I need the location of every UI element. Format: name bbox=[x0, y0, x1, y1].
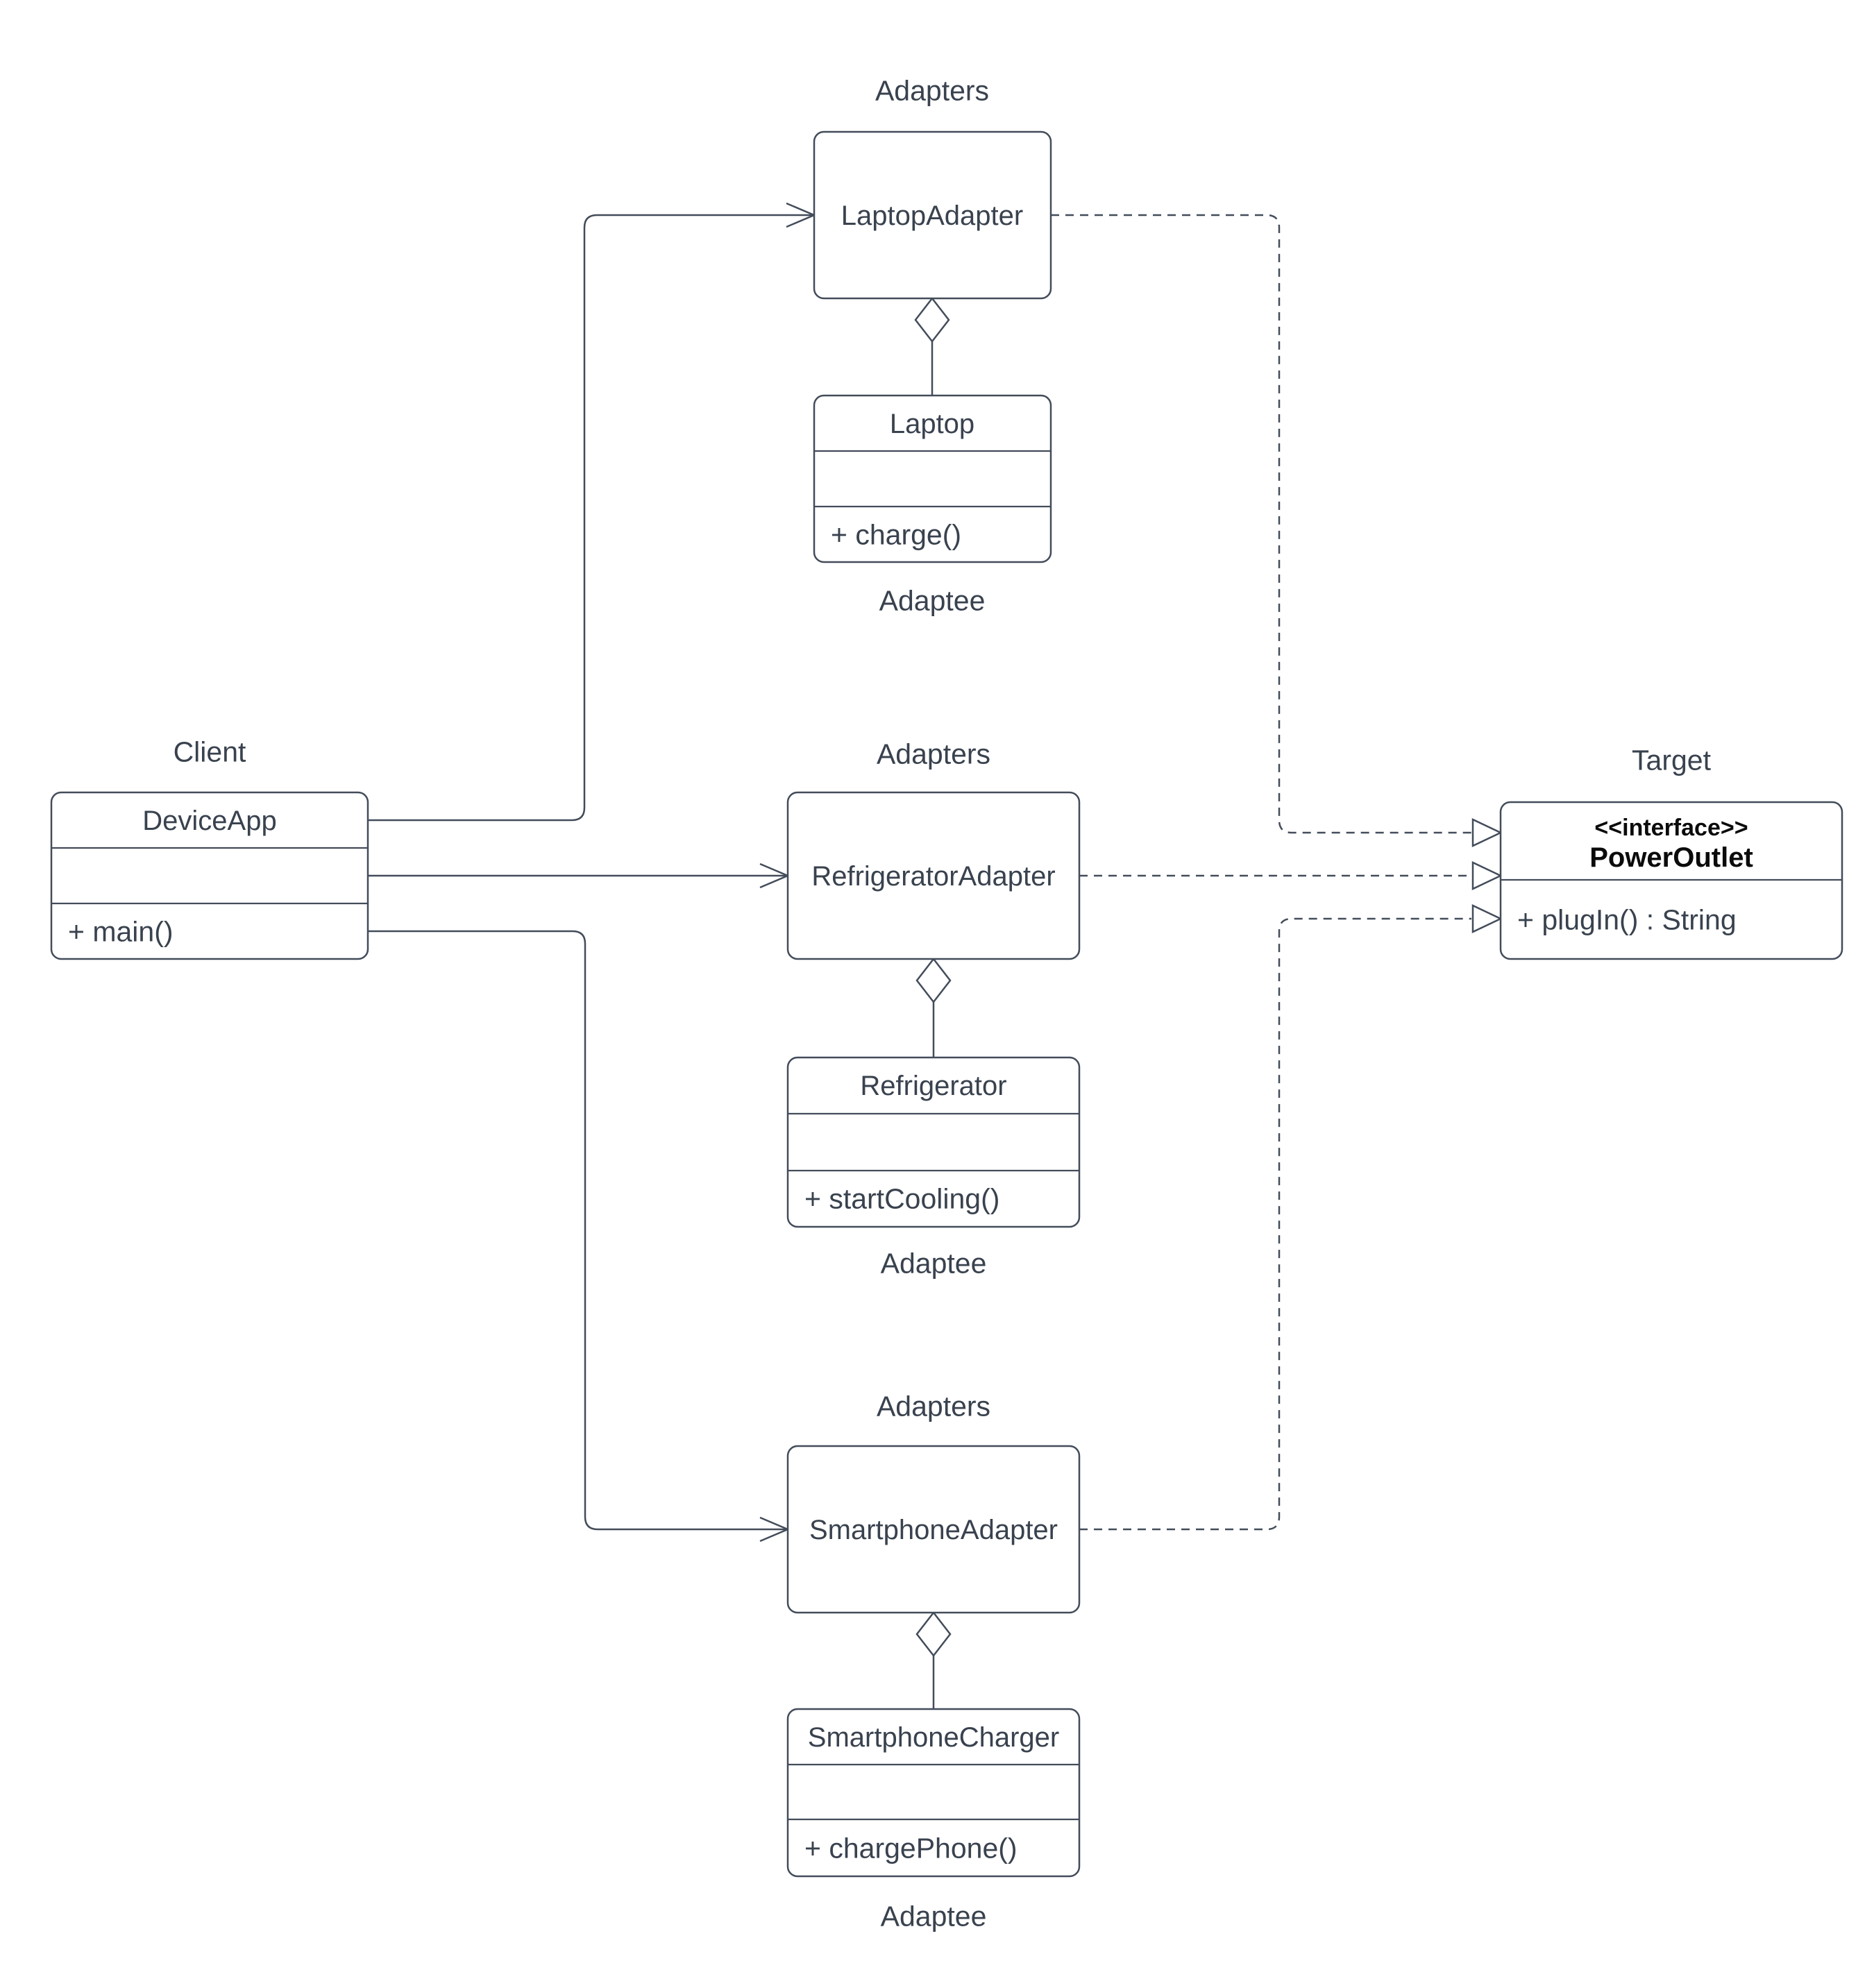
class-method-smartphonecharger: + chargePhone() bbox=[804, 1832, 1018, 1864]
class-box-smartphoneadapter[interactable] bbox=[786, 1445, 1081, 1614]
class-refrigeratoradapter: RefrigeratorAdapter bbox=[786, 791, 1081, 960]
class-box-smartphonecharger[interactable] bbox=[786, 1708, 1081, 1878]
class-laptopadapter: LaptopAdapter bbox=[813, 130, 1052, 300]
class-smartphonecharger: SmartphoneCharger + chargePhone() bbox=[786, 1708, 1081, 1878]
interface-poweroutlet: <<interface>> PowerOutlet + plugIn() : S… bbox=[1499, 801, 1843, 960]
label-adapters-middle: Adapters bbox=[877, 738, 990, 770]
realization-arrowhead-top bbox=[1471, 818, 1503, 847]
label-adapters-bottom: Adapters bbox=[877, 1390, 990, 1422]
class-title-deviceapp: DeviceApp bbox=[142, 806, 276, 836]
class-method-poweroutlet: + plugIn() : String bbox=[1517, 903, 1737, 935]
class-box-laptopadapter[interactable] bbox=[813, 130, 1052, 300]
aggregation-diamond-smartphonecharger[interactable] bbox=[915, 1611, 952, 1658]
label-adapters-top: Adapters bbox=[875, 74, 989, 106]
association-deviceapp-laptopadapter[interactable] bbox=[368, 214, 814, 822]
class-title-refrigerator: Refrigerator bbox=[860, 1071, 1006, 1101]
class-refrigerator: Refrigerator + startCooling() bbox=[786, 1056, 1081, 1228]
class-method-laptop: + charge() bbox=[831, 518, 961, 550]
association-deviceapp-smartphoneadapter[interactable] bbox=[368, 930, 788, 1531]
class-deviceapp: DeviceApp + main() bbox=[50, 791, 369, 960]
class-title-refrigeratoradapter: RefrigeratorAdapter bbox=[811, 861, 1055, 892]
label-adaptee-middle: Adaptee bbox=[881, 1247, 987, 1279]
aggregation-diamond-refrigerator[interactable] bbox=[915, 957, 952, 1004]
class-method-deviceapp: + main() bbox=[68, 915, 174, 947]
class-laptop: Laptop + charge() bbox=[813, 394, 1052, 563]
class-box-laptop[interactable] bbox=[813, 394, 1052, 563]
realization-smartphoneadapter-poweroutlet[interactable] bbox=[1079, 917, 1471, 1531]
label-adaptee-bottom: Adaptee bbox=[881, 1900, 987, 1932]
realization-laptopadapter-poweroutlet[interactable] bbox=[1051, 214, 1471, 834]
interface-stereotype-poweroutlet: <<interface>> bbox=[1594, 815, 1748, 841]
label-adaptee-top: Adaptee bbox=[879, 584, 986, 616]
realization-arrowhead-bottom bbox=[1471, 904, 1503, 933]
class-box-deviceapp[interactable] bbox=[50, 791, 369, 960]
class-title-smartphoneadapter: SmartphoneAdapter bbox=[809, 1515, 1058, 1545]
class-smartphoneadapter: SmartphoneAdapter bbox=[786, 1445, 1081, 1614]
class-title-laptopadapter: LaptopAdapter bbox=[841, 201, 1023, 231]
label-target: Target bbox=[1632, 744, 1712, 776]
aggregation-diamond-laptop[interactable] bbox=[914, 296, 950, 343]
class-method-refrigerator: + startCooling() bbox=[804, 1182, 999, 1214]
class-box-refrigerator[interactable] bbox=[786, 1056, 1081, 1228]
class-title-smartphonecharger: SmartphoneCharger bbox=[808, 1722, 1059, 1753]
class-box-refrigeratoradapter[interactable] bbox=[786, 791, 1081, 960]
class-title-laptop: Laptop bbox=[890, 409, 974, 439]
realization-arrowhead-middle bbox=[1471, 861, 1503, 890]
class-title-poweroutlet: PowerOutlet bbox=[1589, 842, 1753, 873]
label-client: Client bbox=[174, 736, 246, 767]
